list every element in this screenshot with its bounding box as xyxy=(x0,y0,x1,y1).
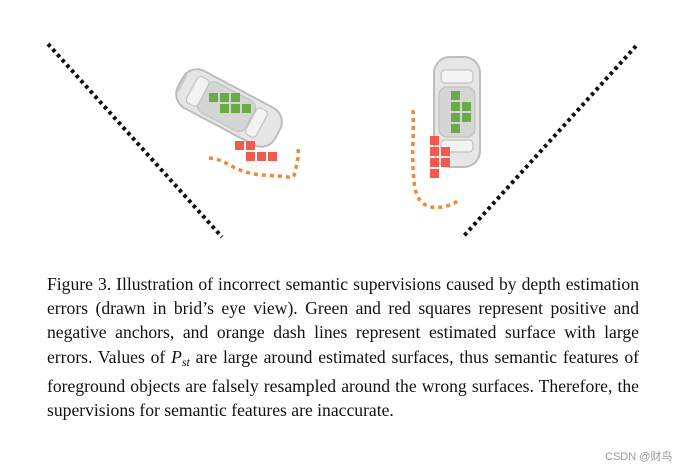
estimated-surface-left xyxy=(208,147,300,180)
positive-anchor xyxy=(451,102,460,111)
positive-anchors-right xyxy=(451,91,471,133)
negative-anchor xyxy=(430,158,439,167)
math-symbol: P xyxy=(171,346,182,367)
frustum-line-left xyxy=(46,42,224,239)
positive-anchor xyxy=(231,104,240,113)
estimated-surface-right xyxy=(410,109,459,210)
negative-anchors-left xyxy=(235,141,277,161)
positive-anchor xyxy=(220,104,229,113)
positive-anchor xyxy=(209,93,218,102)
negative-anchor xyxy=(246,152,255,161)
caption-text-part1: Figure 3. Illustration of incorrect sema… xyxy=(47,274,639,367)
positive-anchor xyxy=(462,113,471,122)
car-right xyxy=(433,56,481,168)
negative-anchor xyxy=(257,152,266,161)
caption-text-part2: are large around estimated surfaces, thu… xyxy=(47,346,639,421)
figure-caption: Figure 3. Illustration of incorrect sema… xyxy=(47,272,639,422)
positive-anchor xyxy=(451,113,460,122)
positive-anchors-left xyxy=(209,93,251,113)
negative-anchors-right xyxy=(430,136,450,178)
math-subscript: st xyxy=(181,354,190,369)
positive-anchor xyxy=(242,104,251,113)
negative-anchor xyxy=(430,169,439,178)
negative-anchor xyxy=(235,141,244,150)
negative-anchor xyxy=(268,152,277,161)
watermark: CSDN @财鸟 xyxy=(605,451,673,463)
positive-anchor xyxy=(220,93,229,102)
frustum-line-right xyxy=(460,44,638,240)
negative-anchor xyxy=(441,158,450,167)
positive-anchor xyxy=(451,91,460,100)
negative-anchor xyxy=(430,136,439,145)
positive-anchor xyxy=(462,102,471,111)
negative-anchor xyxy=(246,141,255,150)
math-p-st: Pst xyxy=(171,346,190,369)
positive-anchor xyxy=(231,93,240,102)
bev-illustration xyxy=(46,42,638,240)
negative-anchor xyxy=(430,147,439,156)
positive-anchor xyxy=(451,124,460,133)
negative-anchor xyxy=(441,147,450,156)
